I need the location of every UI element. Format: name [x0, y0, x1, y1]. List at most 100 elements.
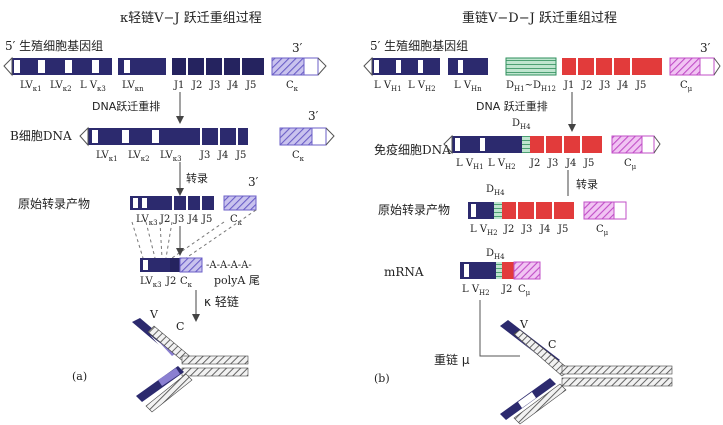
- panel-a-germline-label: 5′ 生殖细胞基因组: [5, 38, 103, 53]
- svg-text:J2: J2: [165, 276, 176, 287]
- svg-text:L VH2: L VH2: [470, 224, 498, 237]
- svg-text:J2: J2: [159, 214, 170, 225]
- svg-text:Cκ: Cκ: [180, 276, 193, 289]
- svg-text:L VH2: L VH2: [488, 158, 516, 171]
- panel-b-mrna-label: mRNA: [384, 265, 424, 279]
- svg-text:J4: J4: [565, 158, 576, 169]
- panel-a-bcell-labels: LVκ1 LVκ2 LVκ3 J3 J4 J5 Cκ: [96, 150, 305, 163]
- svg-text:DH1~DH12: DH1~DH12: [506, 80, 556, 93]
- panel-b-transcript: [468, 201, 627, 220]
- panel-b-transcript-labels: L VH2 J2 J3 J4 J5 Cμ: [470, 224, 609, 237]
- panel-a-splice-lines: [131, 209, 257, 259]
- svg-text:J2: J2: [529, 158, 540, 169]
- svg-text:LVκ1: LVκ1: [20, 80, 42, 93]
- segment-label: LV: [20, 80, 33, 91]
- panel-a-antibody: [132, 318, 249, 413]
- panel-a-transcript-label: 原始转录产物: [18, 196, 90, 211]
- segment-label: J2: [191, 80, 202, 91]
- segment-label: LV: [122, 80, 135, 91]
- svg-text:J5: J5: [583, 158, 594, 169]
- svg-text:J2: J2: [581, 80, 592, 91]
- panel-a-mrna: [140, 257, 203, 273]
- svg-text:LVκn: LVκn: [122, 80, 144, 93]
- panel-b-step-1: DNA 跃迁重排: [476, 99, 548, 113]
- svg-text:J5: J5: [557, 224, 568, 235]
- svg-text:J5: J5: [635, 80, 646, 91]
- panel-b-germline-labels: L VH1 L VH2 L VHn DH1~DH12 J1 J2 J3 J4 J…: [374, 80, 693, 93]
- panel-b-title: 重链V−D−J 跃迁重组过程: [462, 10, 617, 26]
- segment-subscript: κ1: [33, 85, 42, 93]
- svg-text:Cμ: Cμ: [518, 284, 531, 297]
- panel-a-three-prime-1: 3′: [292, 41, 303, 55]
- svg-text:J3: J3: [521, 224, 532, 235]
- svg-text:J3: J3: [547, 158, 558, 169]
- svg-text:L VH2: L VH2: [408, 80, 436, 93]
- svg-text:J4: J4: [187, 214, 198, 225]
- panel-b-mrna: [460, 261, 541, 280]
- svg-text:LVκ3: LVκ3: [160, 150, 182, 163]
- segment-subscript: κ2: [63, 85, 72, 93]
- panel-a-v-label: V: [149, 308, 159, 321]
- panel-b-c-label: C: [548, 338, 556, 351]
- panel-b-d-label-3: DH4: [486, 248, 505, 261]
- segment-label: L V: [80, 80, 98, 91]
- panel-b-connector: [479, 300, 520, 357]
- panel-b-immune-dna: [443, 134, 661, 155]
- panel-a-transcript: [130, 195, 257, 211]
- svg-text:LVκ3: LVκ3: [136, 214, 158, 227]
- panel-b-immune-labels: L VH1 L VH2 J2 J3 J4 J5 Cμ: [456, 158, 637, 171]
- panel-a-germline-dna: [3, 56, 327, 77]
- panel-a-step-1: DNA跃迁重排: [92, 99, 160, 113]
- svg-text:J2: J2: [501, 284, 512, 295]
- svg-text:LVκ1: LVκ1: [96, 150, 118, 163]
- svg-text:L VH1: L VH1: [374, 80, 402, 93]
- svg-text:J3: J3: [199, 150, 210, 161]
- panel-a-transcript-labels: LVκ3 J2 J3 J4 J5 Cκ: [136, 214, 243, 227]
- panel-b-three-prime: 3′: [700, 41, 711, 55]
- svg-text:J4: J4: [539, 224, 550, 235]
- svg-text:L VH1: L VH1: [456, 158, 484, 171]
- segment-subscript: κn: [135, 85, 144, 93]
- svg-text:Cκ: Cκ: [286, 80, 299, 93]
- panel-b-v-label: V: [519, 318, 529, 331]
- svg-text:Cκ: Cκ: [230, 214, 243, 227]
- panel-a-letter: (a): [72, 370, 87, 383]
- panel-a-c-label: C: [176, 320, 184, 333]
- panel-b-chain-label: 重链 μ: [434, 352, 470, 367]
- segment-label: J4: [227, 80, 238, 91]
- svg-text:LVκ3: LVκ3: [140, 276, 162, 289]
- panel-a-polya-label: polyA 尾: [214, 274, 260, 287]
- svg-text:L VH2: L VH2: [462, 284, 490, 297]
- panel-b-antibody: [500, 320, 673, 425]
- panel-a-bcell-dna: [79, 126, 335, 147]
- segment-label: J5: [245, 80, 256, 91]
- svg-text:J3: J3: [173, 214, 184, 225]
- panel-b-transcript-label: 原始转录产物: [378, 202, 450, 217]
- segment-label: C: [286, 80, 294, 91]
- svg-text:LVκ2: LVκ2: [50, 80, 72, 93]
- svg-text:J1: J1: [563, 80, 574, 91]
- segment-label: J3: [209, 80, 220, 91]
- panel-b-germline-dna: [363, 56, 721, 77]
- segment-subscript: κ: [294, 85, 299, 93]
- svg-text:J5: J5: [235, 150, 246, 161]
- svg-text:Cμ: Cμ: [624, 158, 637, 171]
- svg-text:Cμ: Cμ: [680, 80, 693, 93]
- svg-text:Cμ: Cμ: [596, 224, 609, 237]
- panel-a-mrna-labels: LVκ3 J2 Cκ: [140, 276, 193, 289]
- svg-text:J3: J3: [599, 80, 610, 91]
- panel-b-germline-label: 5′ 生殖细胞基因组: [370, 38, 468, 53]
- panel-b-immune-label: 免疫细胞DNA: [374, 142, 451, 157]
- svg-text:Cκ: Cκ: [292, 150, 305, 163]
- segment-subscript: κ3: [97, 85, 106, 93]
- panel-b-step-2: 转录: [576, 177, 598, 191]
- svg-text:L VHn: L VHn: [454, 80, 482, 93]
- panel-b-d-label-2: DH4: [486, 184, 505, 197]
- panel-a-three-prime-2: 3′: [308, 109, 319, 123]
- panel-b-mrna-labels: L VH2 J2 Cμ: [462, 284, 531, 297]
- svg-text:J2: J2: [503, 224, 514, 235]
- svg-text:J5: J5: [201, 214, 212, 225]
- svg-text:L Vκ3: L Vκ3: [80, 80, 106, 93]
